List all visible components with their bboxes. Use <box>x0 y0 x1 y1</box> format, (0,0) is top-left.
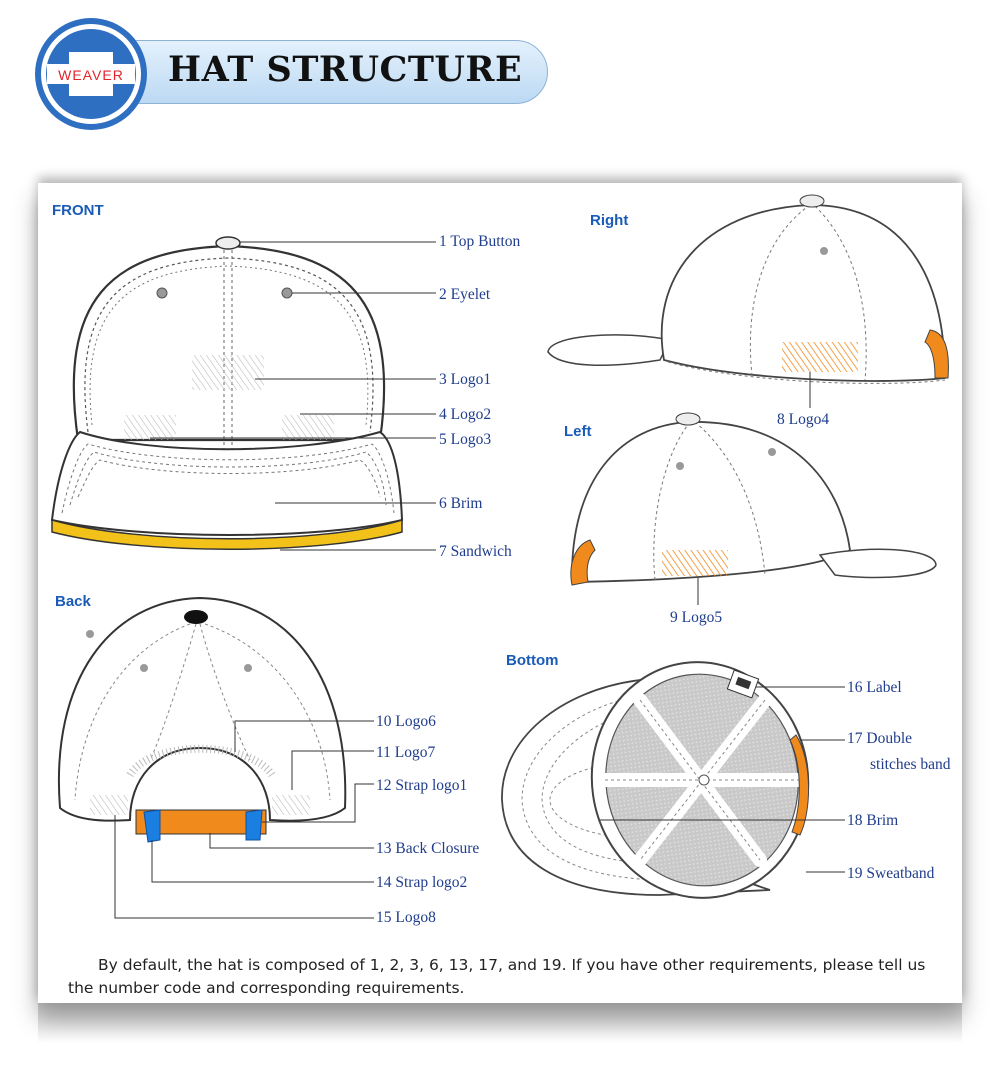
part-label-sandwich: 7 Sandwich <box>439 543 512 560</box>
part-label-double: 17 Double <box>847 730 913 747</box>
panel-shadow <box>38 1003 962 1043</box>
view-title-bottom: Bottom <box>506 652 559 669</box>
part-label-logo7: 11 Logo7 <box>376 744 436 761</box>
front-hat-drawing <box>50 236 404 550</box>
part-label-strap-logo2: 14 Strap logo2 <box>376 874 468 891</box>
part-label-top-button: 1 Top Button <box>439 233 521 250</box>
right-hat-drawing <box>547 194 949 384</box>
header-banner <box>118 40 548 104</box>
part-label-sweatband: 19 Sweatband <box>847 865 935 882</box>
bottom-leader-lines <box>600 686 845 873</box>
part-label-logo6: 10 Logo6 <box>376 713 436 730</box>
part-label-brim-bottom: 18 Brim <box>847 812 899 829</box>
view-title-back: Back <box>55 593 91 610</box>
part-label-back-closure: 13 Back Closure <box>376 840 480 857</box>
view-title-left: Left <box>564 423 592 440</box>
part-label-logo5: 9 Logo5 <box>670 609 723 626</box>
back-leader-lines <box>114 720 374 919</box>
weaver-logo: WEAVER <box>33 16 149 132</box>
part-label-strap-logo1: 12 Strap logo1 <box>376 777 468 794</box>
view-title-right: Right <box>590 212 629 229</box>
back-hat-drawing <box>57 596 347 843</box>
front-leader-lines <box>150 241 436 551</box>
part-label-logo1: 3 Logo1 <box>439 371 492 388</box>
part-label-logo2: 4 Logo2 <box>439 406 492 423</box>
default-composition-note: By default, the hat is composed of 1, 2,… <box>68 956 926 997</box>
part-label-stitches-band: stitches band <box>870 756 951 773</box>
view-title-front: FRONT <box>52 202 104 219</box>
part-label-brim: 6 Brim <box>439 495 483 512</box>
svg-text:WEAVER: WEAVER <box>58 67 124 83</box>
part-label-logo3: 5 Logo3 <box>439 431 492 448</box>
page-title: HAT STRUCTURE <box>168 49 523 90</box>
part-label-logo8: 15 Logo8 <box>376 909 436 926</box>
part-label-eyelet: 2 Eyelet <box>439 286 491 303</box>
left-hat-drawing <box>570 412 937 586</box>
bottom-hat-drawing <box>501 661 810 899</box>
part-label-logo4: 8 Logo4 <box>777 411 830 428</box>
part-label-label: 16 Label <box>847 679 902 696</box>
